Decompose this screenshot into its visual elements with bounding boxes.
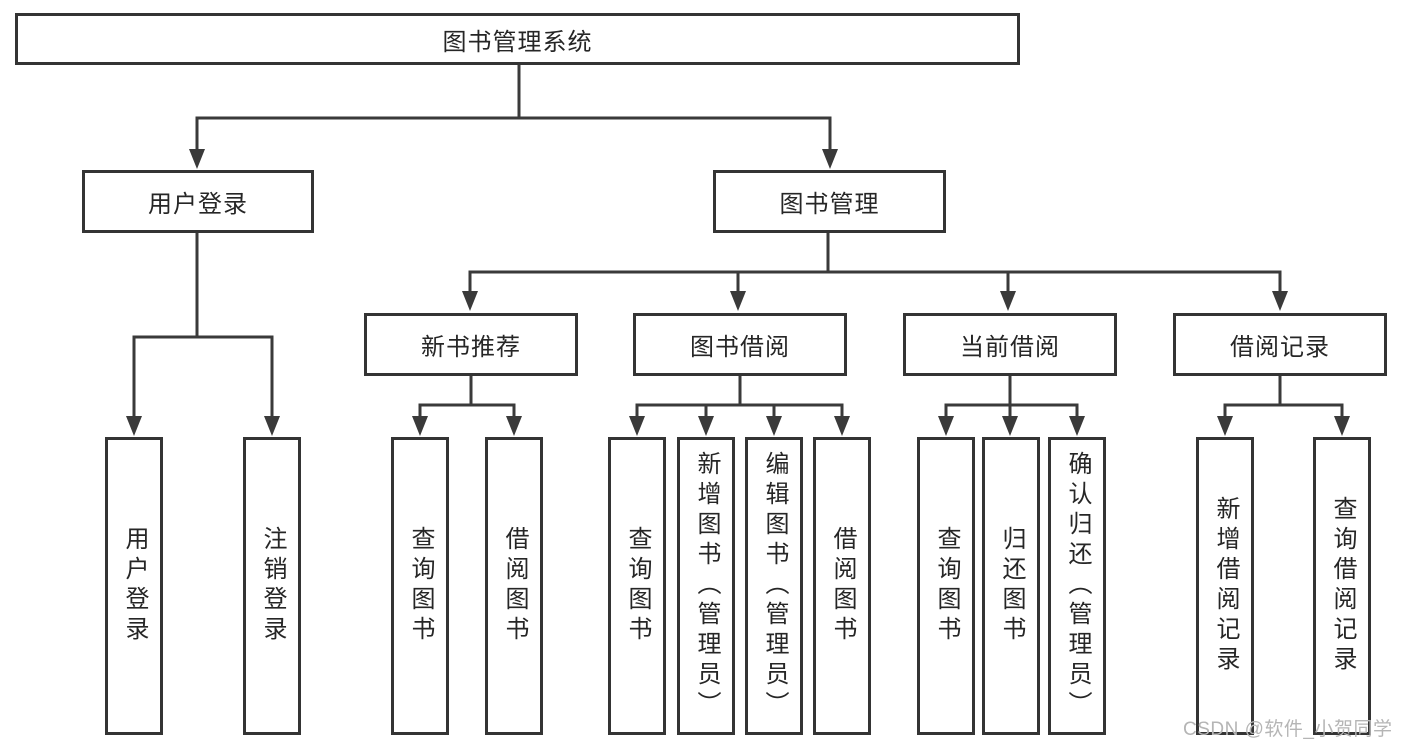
leaf-add-books-admin: 新增图书（管理员）: [677, 437, 735, 735]
leaf-borrow-books: 借阅图书: [813, 437, 871, 735]
leaf-user-login: 用户登录: [105, 437, 163, 735]
node-borrowing-records: 借阅记录: [1173, 313, 1387, 376]
leaf-query-books-borrow: 查询图书: [608, 437, 666, 735]
node-user-login: 用户登录: [82, 170, 314, 233]
leaf-return-books: 归还图书: [982, 437, 1040, 735]
connector-borrow-to-leaves: [629, 376, 850, 436]
node-current-borrowing: 当前借阅: [903, 313, 1117, 376]
csdn-watermark: CSDN @软件_小贺同学: [1183, 719, 1393, 740]
node-book-borrowing: 图书借阅: [633, 313, 847, 376]
leaf-confirm-return-admin: 确认归还（管理员）: [1048, 437, 1106, 735]
connector-books-to-level3: [462, 233, 1288, 311]
leaf-logout: 注销登录: [243, 437, 301, 735]
connector-records-to-leaves: [1217, 376, 1350, 436]
leaf-query-borrow-record: 查询借阅记录: [1313, 437, 1371, 735]
node-root-library-system: 图书管理系统: [15, 13, 1020, 65]
node-book-management: 图书管理: [713, 170, 946, 233]
connector-root-to-level2: [189, 64, 838, 169]
leaf-add-borrow-record: 新增借阅记录: [1196, 437, 1254, 735]
leaf-query-books-recommend: 查询图书: [391, 437, 449, 735]
connector-current-to-leaves: [938, 376, 1085, 436]
leaf-query-books-current: 查询图书: [917, 437, 975, 735]
leaf-borrow-books-recommend: 借阅图书: [485, 437, 543, 735]
connector-recommend-to-leaves: [412, 376, 522, 436]
leaf-edit-books-admin: 编辑图书（管理员）: [745, 437, 803, 735]
connector-login-to-leaves: [126, 233, 280, 436]
node-new-book-recommendation: 新书推荐: [364, 313, 578, 376]
